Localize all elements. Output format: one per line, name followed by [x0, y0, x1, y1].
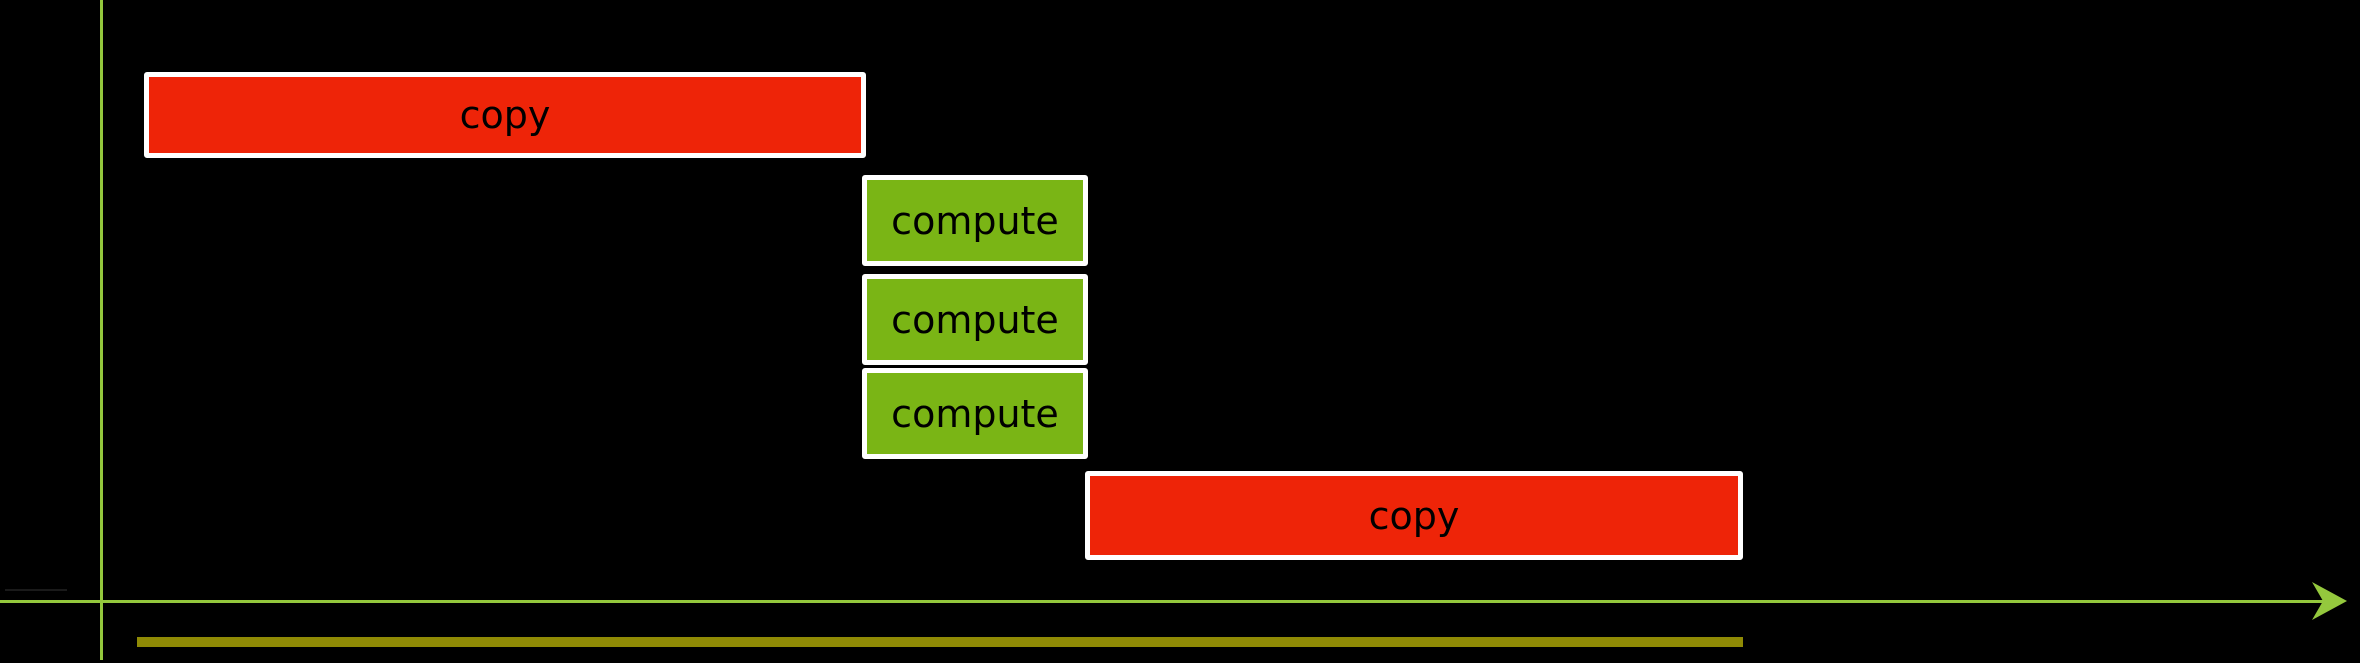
y-axis-line [100, 0, 103, 660]
task-bar-copy-1: copy [144, 72, 866, 158]
total-span-bar [137, 637, 1743, 647]
task-bar-compute-3: compute [862, 368, 1088, 459]
task-bar-label: compute [891, 391, 1059, 436]
x-axis-line [0, 600, 2336, 603]
task-bar-label: copy [459, 93, 551, 137]
task-bar-label: compute [891, 198, 1059, 243]
task-bar-label: copy [1368, 493, 1460, 538]
task-bar-compute-1: compute [862, 175, 1088, 266]
task-bar-label: compute [891, 297, 1059, 342]
task-bar-compute-2: compute [862, 274, 1088, 365]
task-bar-copy-2: copy [1085, 471, 1743, 560]
axis-tick [5, 589, 67, 591]
